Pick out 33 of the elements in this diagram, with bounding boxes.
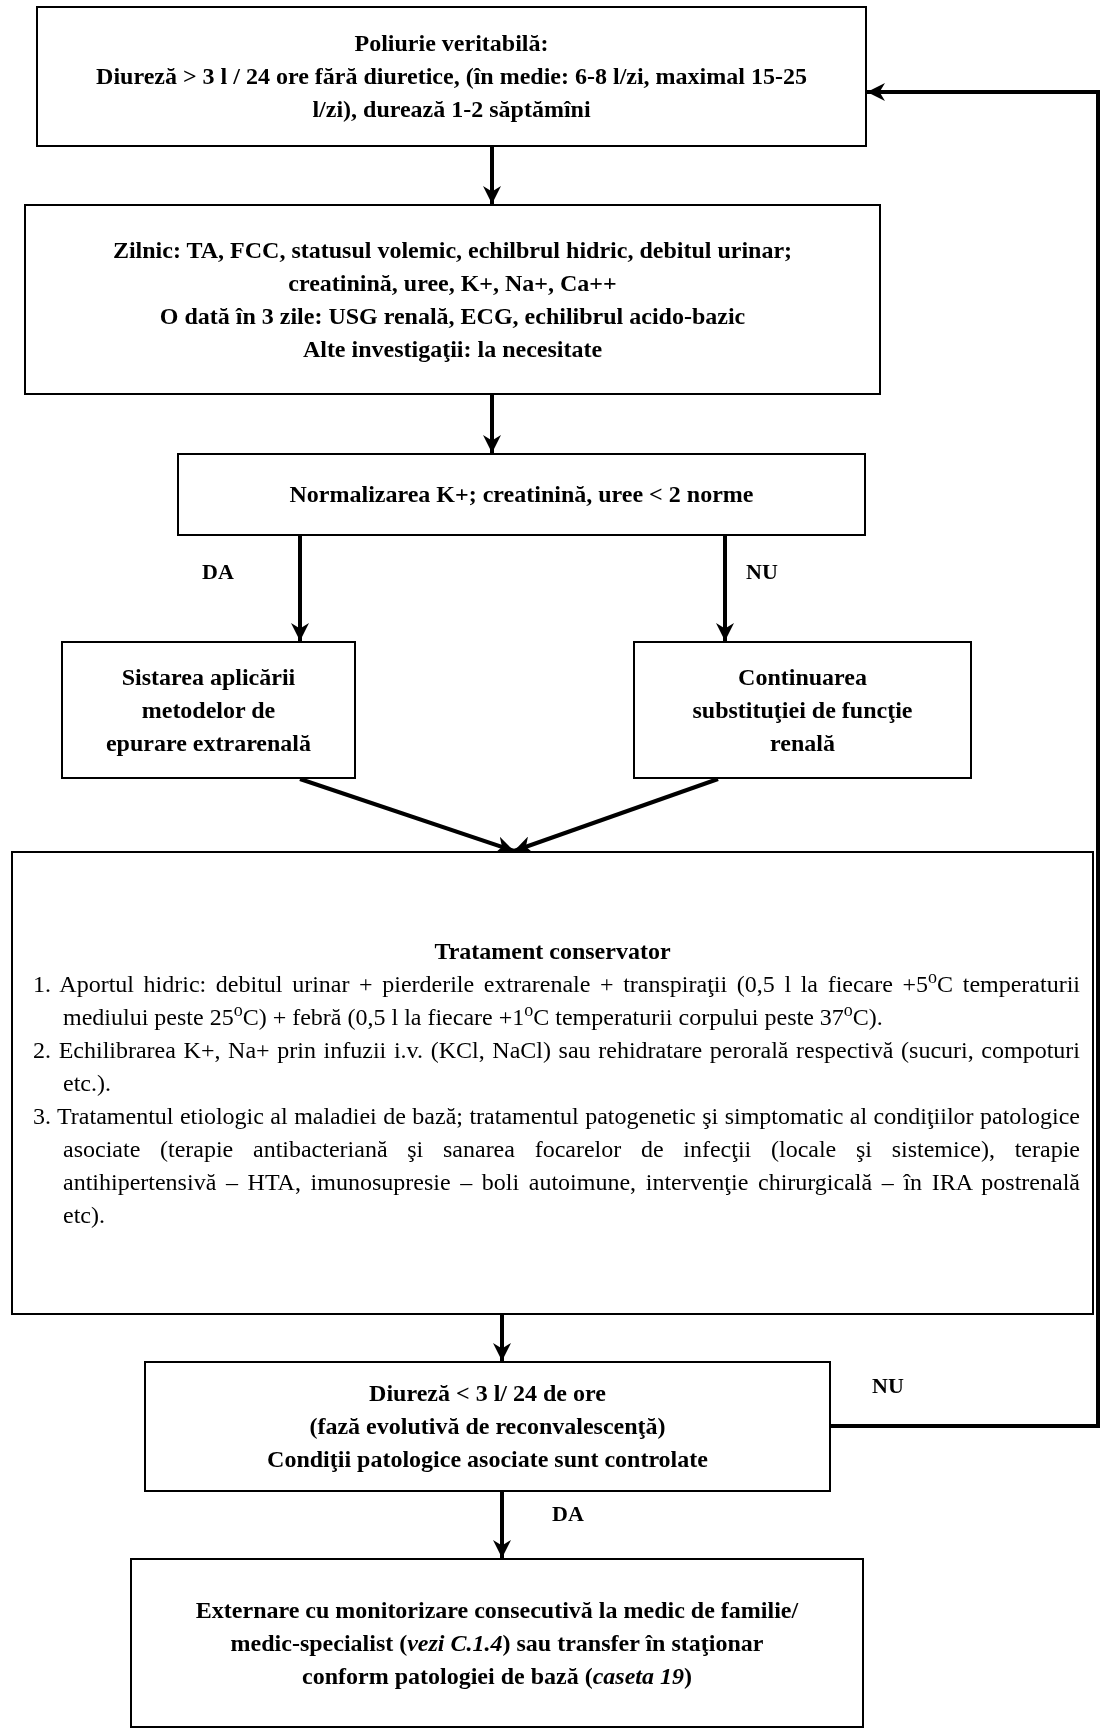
box-text: Alte investigaţii: la necesitate [302,334,603,364]
process-box [11,851,1094,1315]
arrow [291,536,309,641]
process-box [24,204,881,395]
process-box [177,453,866,536]
box-text: Poliurie veritabilă: [354,29,549,58]
box-heading: Tratament conservator [433,936,672,966]
list-item: 1. Aportul hidric: debitul urinar + pierderile extrarenale + transpiraţii (0,5 l la fiecare +5$^{o}$C temperaturii mediului peste 25$^{o}$C) + febră (0,5 l la fiecare +1$^{o}$C temperaturii corpului peste 37$^{o}$C). [32,967,1080,1032]
list-item: 3. Tratamentul etiologic al maladiei de bază; tratamentul patogenetic şi simptomatic al condiţiilor patologice asociate (terapie antibacteriană şi sanarea focarelor de infecţii (locale şi sistemice), terapie antihipertensivă – HTA, imunosupresie – boli autoimune, intervenţie chirurgicală – în IRA postrenală etc). [32,1101,1080,1230]
process-box [633,641,972,779]
arrow [513,777,719,854]
box-text: Sistarea aplicării metodelor de epurare extrarenală [104,662,313,758]
arrow [483,147,501,204]
box-text: Diureză < 3 l/ 24 de ore [369,1379,606,1408]
arrow [831,83,1100,1428]
box-text: (fază evolutivă de reconvalescenţă) [309,1412,666,1441]
list-item: 2. Echilibrarea K+, Na+ prin infuzii i.v. (KCl, NaCl) sau rehidratare perorală respectivă (sucuri, compoturi etc.). [32,1035,1080,1098]
process-box [61,641,356,779]
arrow [493,1315,511,1361]
process-box [144,1361,831,1492]
arrow [483,395,501,453]
box-text: Zilnic: TA, FCC, statusul volemic, echilbrul hidric, debitul urinar; creatinină, uree, K+, Na+, Ca++ [111,235,794,298]
box-text: O dată în 3 zile: USG renală, ECG, echilibrul acido-bazic [159,301,746,331]
process-box [130,1558,864,1728]
box-text: Continuarea substituţiei de funcţie renală [691,662,914,758]
arrow [716,536,734,641]
box-text: Normalizarea K+; creatinină, uree < 2 norme [289,480,754,509]
process-box [36,6,867,147]
box-text: Externare cu monitorizare consecutivă la medic de familie/ medic-specialist (vezi C.1.4) sau transfer în staţionar conform patologiei de bază (caseta 19) [194,1595,800,1691]
box-text: Condiţii patologice asociate sunt controlate [267,1445,708,1474]
arrow [493,1492,511,1558]
arrow [299,777,515,854]
box-text: Diureză > 3 l / 24 ore fără diuretice, (în medie: 6-8 l/zi, maximal 15-25 l/zi), durează 1-2 săptămîni [95,62,808,124]
